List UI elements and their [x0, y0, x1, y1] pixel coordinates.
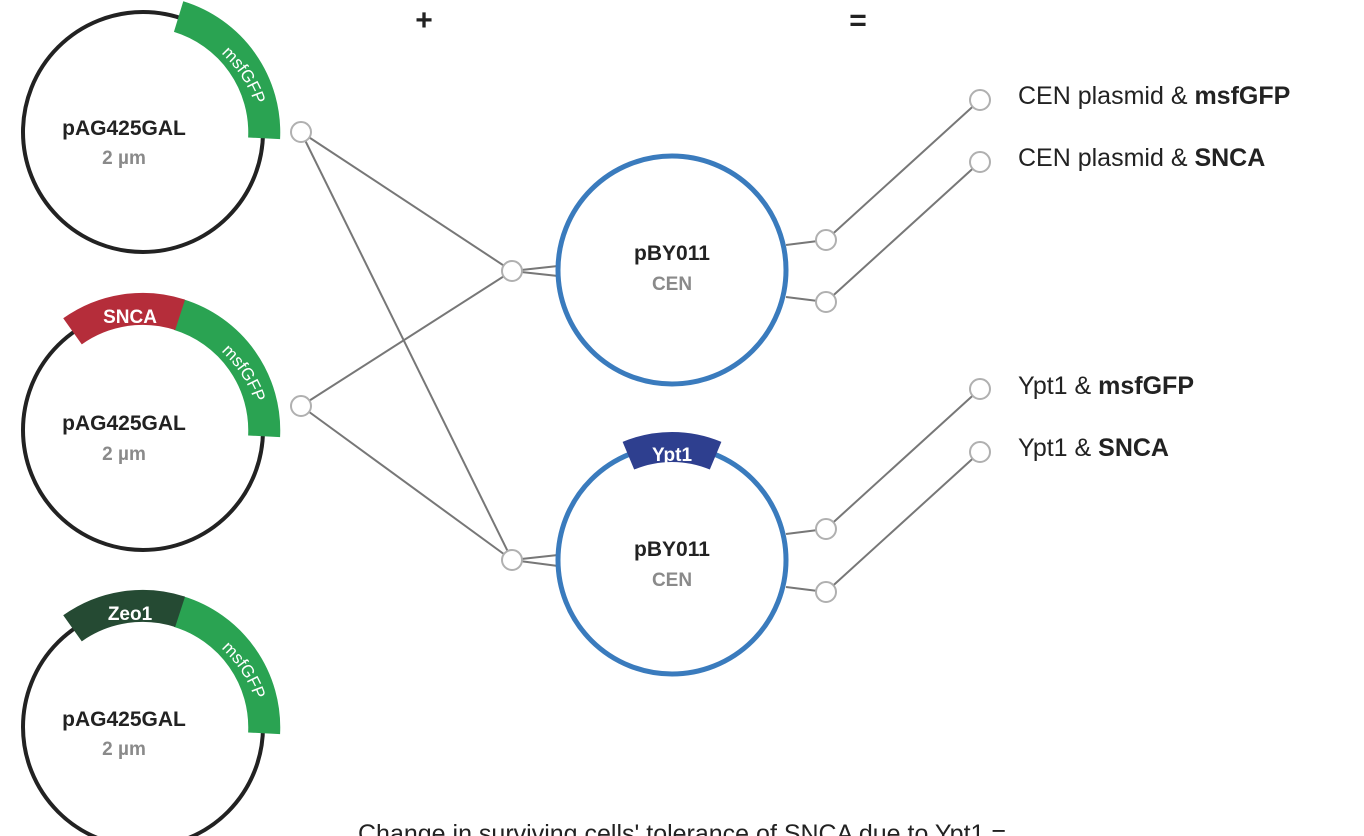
msfgfp-segment [173, 299, 281, 438]
msfgfp-segment [173, 1, 281, 140]
connector-line [825, 388, 981, 530]
connector-lines [300, 99, 981, 593]
ypt1-tag-label: Ypt1 [652, 445, 693, 466]
zeo1-segment [63, 589, 186, 642]
junction-node [969, 378, 991, 400]
host-plasmid-ypt1: Ypt1 pBY011 CEN [555, 432, 789, 677]
connector-line [825, 161, 981, 303]
connector-line [825, 99, 981, 241]
plasmid-origin: 2 µm [102, 739, 146, 760]
connector-line [300, 270, 513, 407]
outcome-label: Ypt1 & msfGFP [1018, 372, 1194, 400]
connector-line [300, 131, 513, 561]
junction-node [969, 441, 991, 463]
zeo1-tag-label: Zeo1 [108, 604, 153, 625]
msfgfp-segment [173, 596, 281, 735]
plasmid-origin: 2 µm [102, 148, 146, 169]
junction-node [815, 229, 837, 251]
junction-nodes [290, 89, 991, 603]
ypt1-segment [622, 432, 722, 470]
junction-node [290, 121, 312, 143]
library-plasmid-zeo1: Zeo1 msfGFP pAG425GAL 2 µm [21, 589, 281, 836]
junction-node [815, 291, 837, 313]
equals-sign: = [849, 4, 867, 37]
plasmid-name: pAG425GAL [62, 117, 186, 140]
plasmid-name: pBY011 [634, 242, 710, 265]
junction-node [815, 581, 837, 603]
plasmid-origin: CEN [652, 570, 692, 591]
caption: Change in surviving cells' tolerance of … [358, 820, 1006, 836]
snca-segment [63, 292, 186, 345]
plasmid-origin: CEN [652, 274, 692, 295]
plasmid-name: pAG425GAL [62, 412, 186, 435]
host-plasmid-cen: pBY011 CEN [555, 153, 789, 387]
junction-node [815, 518, 837, 540]
library-plasmid-snca: SNCA msfGFP pAG425GAL 2 µm [21, 292, 281, 552]
connector-line [825, 451, 981, 593]
plasmid-origin: 2 µm [102, 444, 146, 465]
junction-node [969, 151, 991, 173]
junction-node [501, 260, 523, 282]
connector-line [300, 405, 513, 561]
outcome-label: Ypt1 & SNCA [1018, 434, 1169, 462]
library-plasmid-gfp: msfGFP pAG425GAL 2 µm [21, 1, 281, 254]
junction-node [969, 89, 991, 111]
snca-tag-label: SNCA [103, 307, 157, 328]
outcome-label: CEN plasmid & SNCA [1018, 144, 1265, 172]
plasmid-backbone [555, 153, 789, 387]
connector-line [300, 131, 513, 272]
plasmid-name: pAG425GAL [62, 708, 186, 731]
plasmid-name: pBY011 [634, 538, 710, 561]
outcome-label: CEN plasmid & msfGFP [1018, 82, 1290, 110]
junction-node [290, 395, 312, 417]
junction-node [501, 549, 523, 571]
plus-sign: + [415, 4, 433, 37]
